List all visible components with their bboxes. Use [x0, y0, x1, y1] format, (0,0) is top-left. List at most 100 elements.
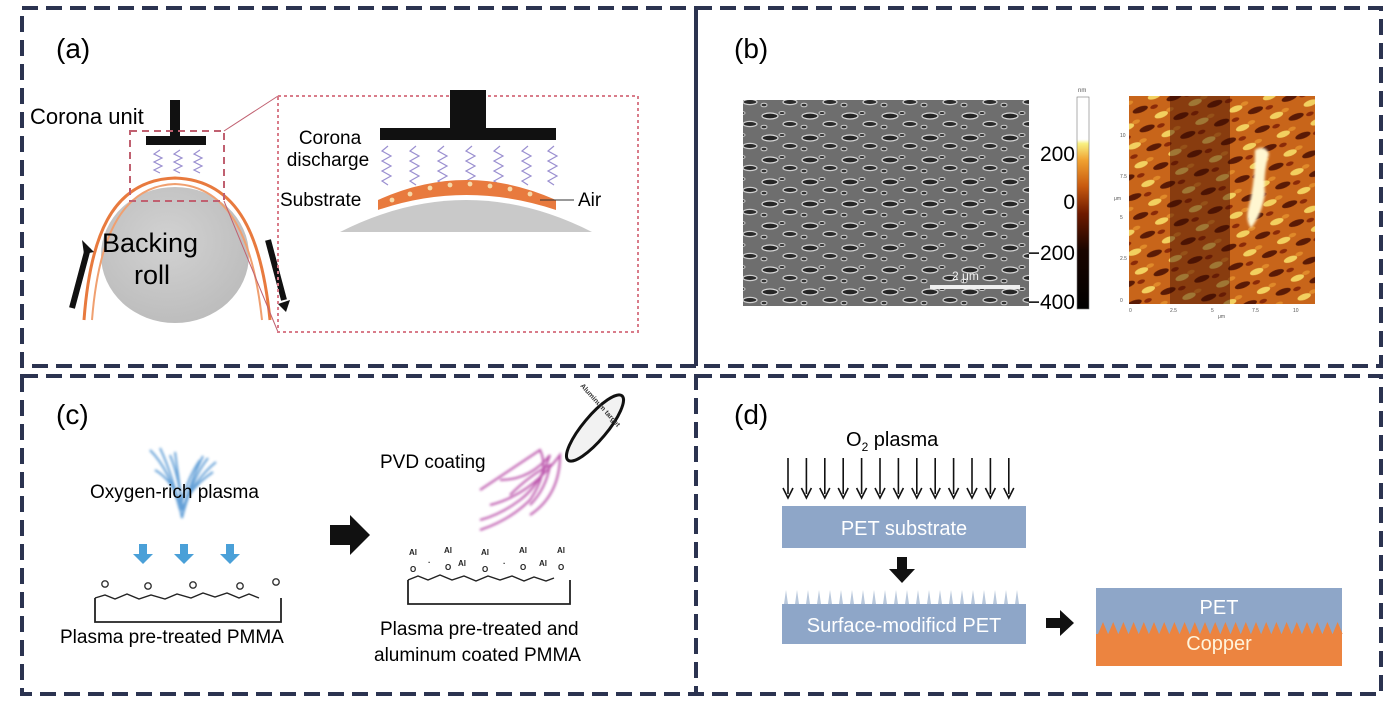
surface-spike	[938, 590, 942, 604]
small-discharge-lines	[152, 149, 204, 174]
surface-spike	[1004, 590, 1008, 604]
pvd-coating-label: PVD coating	[380, 452, 486, 473]
surface-spike	[982, 590, 986, 604]
panel-d: (d) O2 plasma PET substrate Surface-modi…	[734, 399, 1343, 666]
pmma-surface-right	[407, 574, 555, 582]
afm-x-tick: 10	[1293, 308, 1299, 314]
surface-spike	[828, 590, 832, 604]
panel-a-border	[20, 6, 698, 368]
copper-tooth	[1261, 622, 1272, 634]
copper-tooth	[1302, 622, 1312, 634]
al-atom: Al	[557, 546, 565, 555]
arrow-down-right	[265, 239, 287, 301]
surface-spike	[784, 590, 788, 604]
surface-spike	[872, 590, 876, 604]
copper-tooth	[1128, 622, 1139, 634]
o2-plasma-arrows	[782, 458, 1015, 500]
copper-tooth	[1169, 622, 1180, 634]
colorbar-tick: −400	[1028, 291, 1075, 314]
panel-a-label: (a)	[56, 33, 90, 64]
plasma-arrow	[782, 458, 794, 500]
plasma-arrow	[911, 458, 923, 500]
o-atom: O	[445, 563, 451, 572]
afm-colorbar	[1076, 96, 1090, 310]
copper-interface-teeth	[1098, 622, 1343, 634]
copper-tooth	[1118, 622, 1129, 634]
panel-d-label: (d)	[734, 399, 768, 430]
copper-tooth	[1220, 622, 1231, 634]
colorbar-ticks: 200 0 −200 −400	[1028, 143, 1075, 314]
al-atom: Al	[519, 546, 527, 555]
corona-electrode-bar	[380, 128, 556, 140]
surface-modified-block	[782, 604, 1026, 644]
panel-b-label: (b)	[734, 33, 768, 64]
corona-discharge-label-1: Corona	[299, 128, 362, 149]
colorbar-tick: 0	[1063, 191, 1075, 214]
corona-unit-label: Corona unit	[30, 104, 144, 129]
o-atom: O	[410, 565, 416, 574]
copper-tooth	[1179, 622, 1190, 634]
afm-image	[1129, 96, 1315, 304]
surface-spike	[850, 590, 854, 604]
al-o-groups: Al O Al O Al Al O Al O Al Al O ··	[409, 546, 565, 574]
surface-spike	[795, 590, 799, 604]
svg-text:·: ·	[503, 559, 506, 568]
arrow-down-right-head	[278, 300, 290, 312]
panel-c-border	[20, 374, 698, 696]
plasma-arrow	[984, 458, 997, 500]
copper-tooth	[1138, 622, 1149, 634]
surface-spike	[993, 590, 997, 604]
al-atom: Al	[444, 546, 452, 555]
surface-spike	[916, 590, 920, 604]
caption-right-2: aluminum coated PMMA	[374, 645, 581, 666]
afm-x-tick: 0	[1129, 308, 1132, 314]
process-arrow-c	[330, 515, 370, 555]
plasma-arrow	[837, 458, 849, 500]
o-atom: O	[482, 565, 488, 574]
oxygen-plasma-cloud	[149, 447, 217, 519]
afm-y-ticks: 10 7.5 5 2.5 0 μm	[1114, 133, 1127, 304]
copper-tooth	[1159, 622, 1170, 634]
panel-a: (a) Backing roll Corona unit	[30, 33, 639, 333]
copper-tooth	[1098, 622, 1108, 634]
arrow-up-left	[69, 247, 91, 309]
sem-scale-bar	[930, 285, 1020, 289]
copper-tooth	[1322, 622, 1333, 634]
afm-y-tick: 2.5	[1120, 256, 1127, 262]
surface-spike	[927, 590, 931, 604]
afm-x-tick: 5	[1211, 308, 1214, 314]
oxygen-plasma-label: Oxygen-rich plasma	[90, 482, 259, 503]
substrate-web-outer	[82, 176, 272, 321]
colorbar-tick: 200	[1040, 143, 1075, 166]
afm-y-tick: 7.5	[1120, 174, 1127, 180]
afm-x-tick: 7.5	[1252, 308, 1259, 314]
panel-b-border	[694, 6, 1383, 368]
surface-spike	[861, 590, 865, 604]
al-atom: Al	[409, 548, 417, 557]
surface-spike	[839, 590, 843, 604]
panel-borders	[20, 6, 1383, 696]
backing-roll-label-1: Backing	[102, 228, 198, 258]
sem-image	[743, 100, 1029, 306]
o-atom: O	[520, 563, 526, 572]
o-atom: O	[558, 563, 564, 572]
corona-electrode-stem	[450, 90, 486, 130]
plasma-down-arrows	[133, 544, 240, 564]
corona-unit-bar	[146, 136, 206, 145]
plasma-arrow	[800, 458, 813, 500]
copper-tooth	[1240, 622, 1251, 634]
surface-spikes	[784, 590, 1019, 604]
copper-tooth	[1332, 622, 1343, 634]
pet-label: PET	[1200, 597, 1239, 619]
al-atom: Al	[539, 559, 547, 568]
arrow-up-left-head	[82, 240, 94, 254]
zoom-connector-top	[223, 95, 279, 132]
copper-tooth	[1108, 622, 1119, 634]
surface-spike	[1015, 590, 1019, 604]
surface-spike	[883, 590, 887, 604]
copper-tooth	[1210, 622, 1221, 634]
copper-tooth	[1200, 622, 1210, 634]
backing-roll-label-2: roll	[134, 260, 170, 290]
pmma-surface-left	[94, 592, 260, 600]
